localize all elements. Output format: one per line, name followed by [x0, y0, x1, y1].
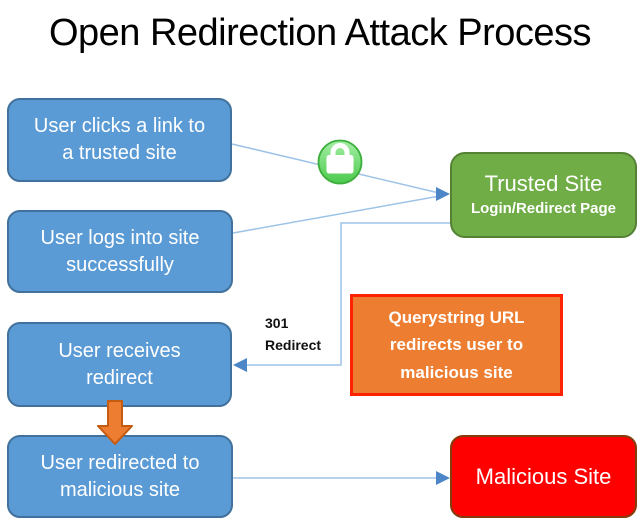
step-text-line: malicious site	[59, 478, 181, 501]
malicious-site-box: Malicious Site	[450, 435, 637, 518]
step-text-line: User receives	[58, 339, 181, 362]
redirect-301-label: 301 Redirect	[265, 313, 321, 356]
arrow-right-icon	[436, 471, 450, 485]
lock-shackle	[330, 143, 350, 159]
connector-trusted-to-step3	[247, 222, 450, 366]
step-text-line: User logs into site	[40, 226, 200, 249]
arrow-right-icon	[436, 187, 450, 201]
warning-text-line: malicious site	[400, 362, 513, 382]
arrow-left-icon	[233, 358, 247, 372]
step-text-line: User redirected to	[40, 451, 200, 474]
redirect-301-line: 301	[265, 315, 289, 331]
malicious-site-label: Malicious Site	[475, 463, 612, 489]
step-text-line: a trusted site	[62, 142, 177, 164]
warning-text-line: redirects user to	[389, 335, 524, 355]
down-arrow-shape	[97, 400, 133, 445]
trusted-site-title: Trusted Site	[484, 171, 603, 197]
step-box-user-clicks-link: User clicks a link to a trusted site	[7, 98, 232, 182]
redirect-301-line: Redirect	[265, 336, 322, 353]
warning-text-line: Querystring URL	[388, 308, 525, 328]
step-text-line: successfully	[66, 253, 174, 276]
step-text-line: redirect	[86, 366, 153, 389]
lock-body	[326, 155, 354, 174]
trusted-site-subtitle: Login/Redirect Page	[470, 199, 617, 217]
connector-step2-to-trusted	[232, 195, 438, 234]
step-box-user-logs-in: User logs into site successfully	[7, 210, 233, 293]
step-box-user-receives-redirect: User receives redirect	[7, 322, 232, 407]
step-box-user-redirected: User redirected to malicious site	[7, 435, 233, 518]
step-text-line: User clicks a link to	[33, 115, 206, 137]
querystring-warning-box: Querystring URL redirects user to malici…	[350, 294, 563, 396]
down-arrow-icon	[97, 400, 133, 445]
diagram-title: Open Redirection Attack Process	[48, 12, 592, 54]
lock-icon	[317, 139, 363, 185]
trusted-site-box: Trusted Site Login/Redirect Page	[450, 152, 637, 238]
